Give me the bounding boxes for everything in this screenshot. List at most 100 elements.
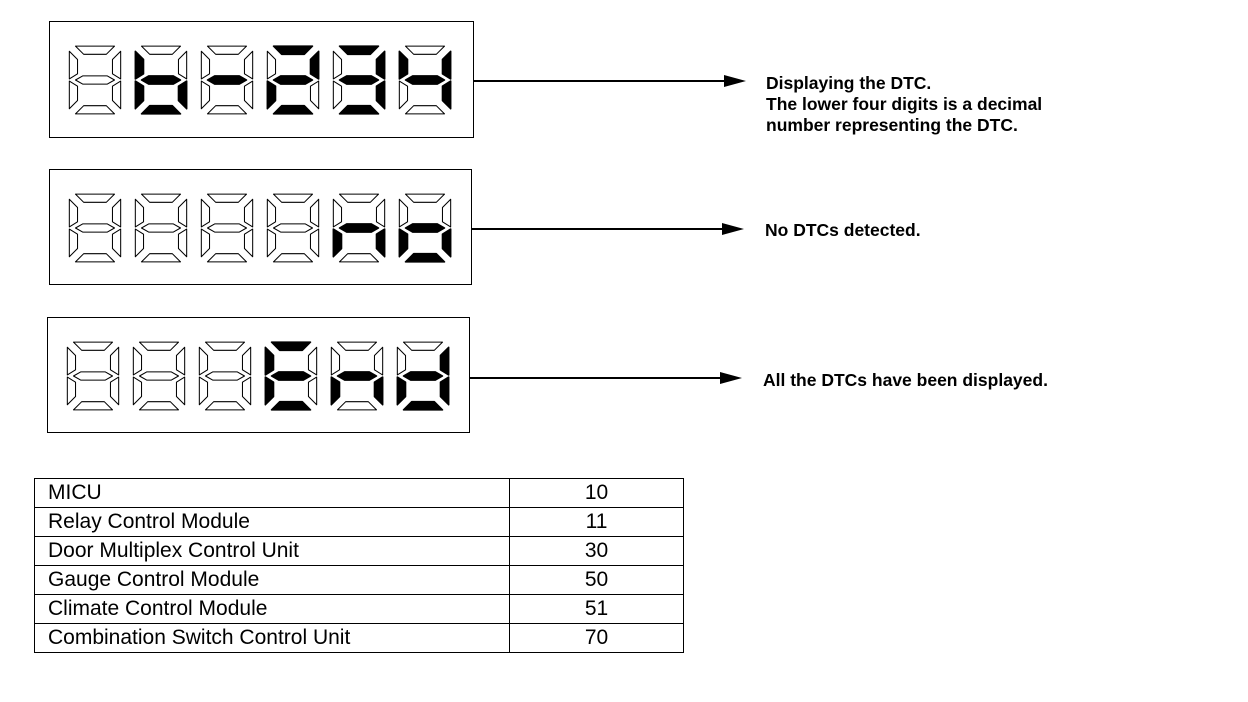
segment-g-on (402, 371, 444, 381)
segment-c-off (307, 376, 318, 406)
segment-e-on (396, 376, 407, 406)
unit-name-cell: Gauge Control Module (34, 565, 510, 595)
segment-d-off (74, 253, 116, 263)
seven-segment-icon (398, 45, 452, 115)
segment-c-on (439, 376, 450, 406)
digit (63, 338, 123, 414)
unit-name-cell: Combination Switch Control Unit (34, 623, 510, 653)
segment-a-off (338, 193, 380, 203)
segment-c-off (109, 376, 120, 406)
unit-code-table: MICU 10 Relay Control Module 11 Door Mul… (34, 478, 684, 653)
segment-a-off (404, 45, 446, 55)
segment-g-on (270, 371, 312, 381)
digit (197, 42, 257, 118)
seven-segment-icon (134, 45, 188, 115)
digit (329, 42, 389, 118)
segment-a-off (74, 193, 116, 203)
digit (327, 338, 387, 414)
segment-f-off (396, 346, 407, 376)
digit (131, 190, 191, 266)
segment-d-off (204, 401, 246, 411)
segment-c-on (441, 80, 452, 110)
segment-d-off (138, 401, 180, 411)
segment-b-on (441, 50, 452, 80)
caption-line: number representing the DTC. (766, 115, 1018, 135)
segment-b-off (307, 346, 318, 376)
segment-e-on (332, 228, 343, 258)
segment-g-on (338, 75, 380, 85)
unit-code-cell: 10 (509, 478, 684, 508)
digit (261, 338, 321, 414)
segment-e-off (66, 376, 77, 406)
segment-g-off (74, 75, 116, 85)
segment-c-off (241, 376, 252, 406)
segment-b-off (243, 50, 254, 80)
seven-segment-icon (398, 193, 452, 263)
segment-d-off (272, 253, 314, 263)
segment-d-on (140, 104, 182, 115)
unit-code-cell: 70 (509, 623, 684, 653)
segment-g-off (138, 371, 180, 381)
seven-segment-icon (332, 45, 386, 115)
display-panel-no-dtc (49, 169, 472, 285)
seven-segment-icon (396, 341, 450, 411)
segment-f-off (200, 50, 211, 80)
segment-a-off (204, 341, 246, 351)
segment-d-on (270, 400, 312, 411)
segment-b-off (243, 198, 254, 228)
seven-segment-icon (200, 45, 254, 115)
segment-g-off (72, 371, 114, 381)
segment-d-off (72, 401, 114, 411)
segment-f-off (134, 198, 145, 228)
unit-name-cell: Climate Control Module (34, 594, 510, 624)
table-row: Door Multiplex Control Unit 30 (34, 536, 684, 566)
unit-name-cell: MICU (34, 478, 510, 508)
segment-e-on (266, 80, 277, 110)
segment-b-on (309, 50, 320, 80)
segment-c-on (375, 228, 386, 258)
segment-d-on (402, 400, 444, 411)
segment-d-off (336, 401, 378, 411)
segment-a-off (336, 341, 378, 351)
segment-f-off (66, 346, 77, 376)
segment-e-off (132, 376, 143, 406)
segment-d-off (338, 253, 380, 263)
segment-a-off (206, 45, 248, 55)
segment-e-on (134, 80, 145, 110)
segment-g-on (272, 75, 314, 85)
digit (393, 338, 453, 414)
segment-f-off (266, 198, 277, 228)
segment-d-off (404, 105, 446, 115)
unit-code-cell: 11 (509, 507, 684, 537)
seven-segment-icon (198, 341, 252, 411)
segment-a-off (74, 45, 116, 55)
segment-c-off (111, 80, 122, 110)
digit (263, 42, 323, 118)
segment-e-off (68, 80, 79, 110)
segment-c-off (111, 228, 122, 258)
seven-segment-icon (66, 341, 120, 411)
arrow-line (472, 228, 724, 230)
segment-a-off (138, 341, 180, 351)
seven-segment-icon (266, 45, 320, 115)
segment-d-on (338, 104, 380, 115)
table-row: Gauge Control Module 50 (34, 565, 684, 595)
segment-f-on (398, 50, 409, 80)
caption-line: The lower four digits is a decimal (766, 94, 1043, 114)
segment-a-on (272, 45, 314, 56)
segment-e-on (264, 376, 275, 406)
segment-d-off (206, 253, 248, 263)
segment-a-off (404, 193, 446, 203)
segment-c-on (177, 80, 188, 110)
segment-b-off (373, 346, 384, 376)
display-panel-dtc (49, 21, 474, 138)
segment-c-on (375, 80, 386, 110)
segment-f-on (264, 346, 275, 376)
segment-a-on (338, 45, 380, 56)
segment-e-off (68, 228, 79, 258)
digit (65, 42, 125, 118)
unit-code-cell: 50 (509, 565, 684, 595)
segment-g-on (338, 223, 380, 233)
segment-d-off (74, 105, 116, 115)
segment-g-on (404, 223, 446, 233)
